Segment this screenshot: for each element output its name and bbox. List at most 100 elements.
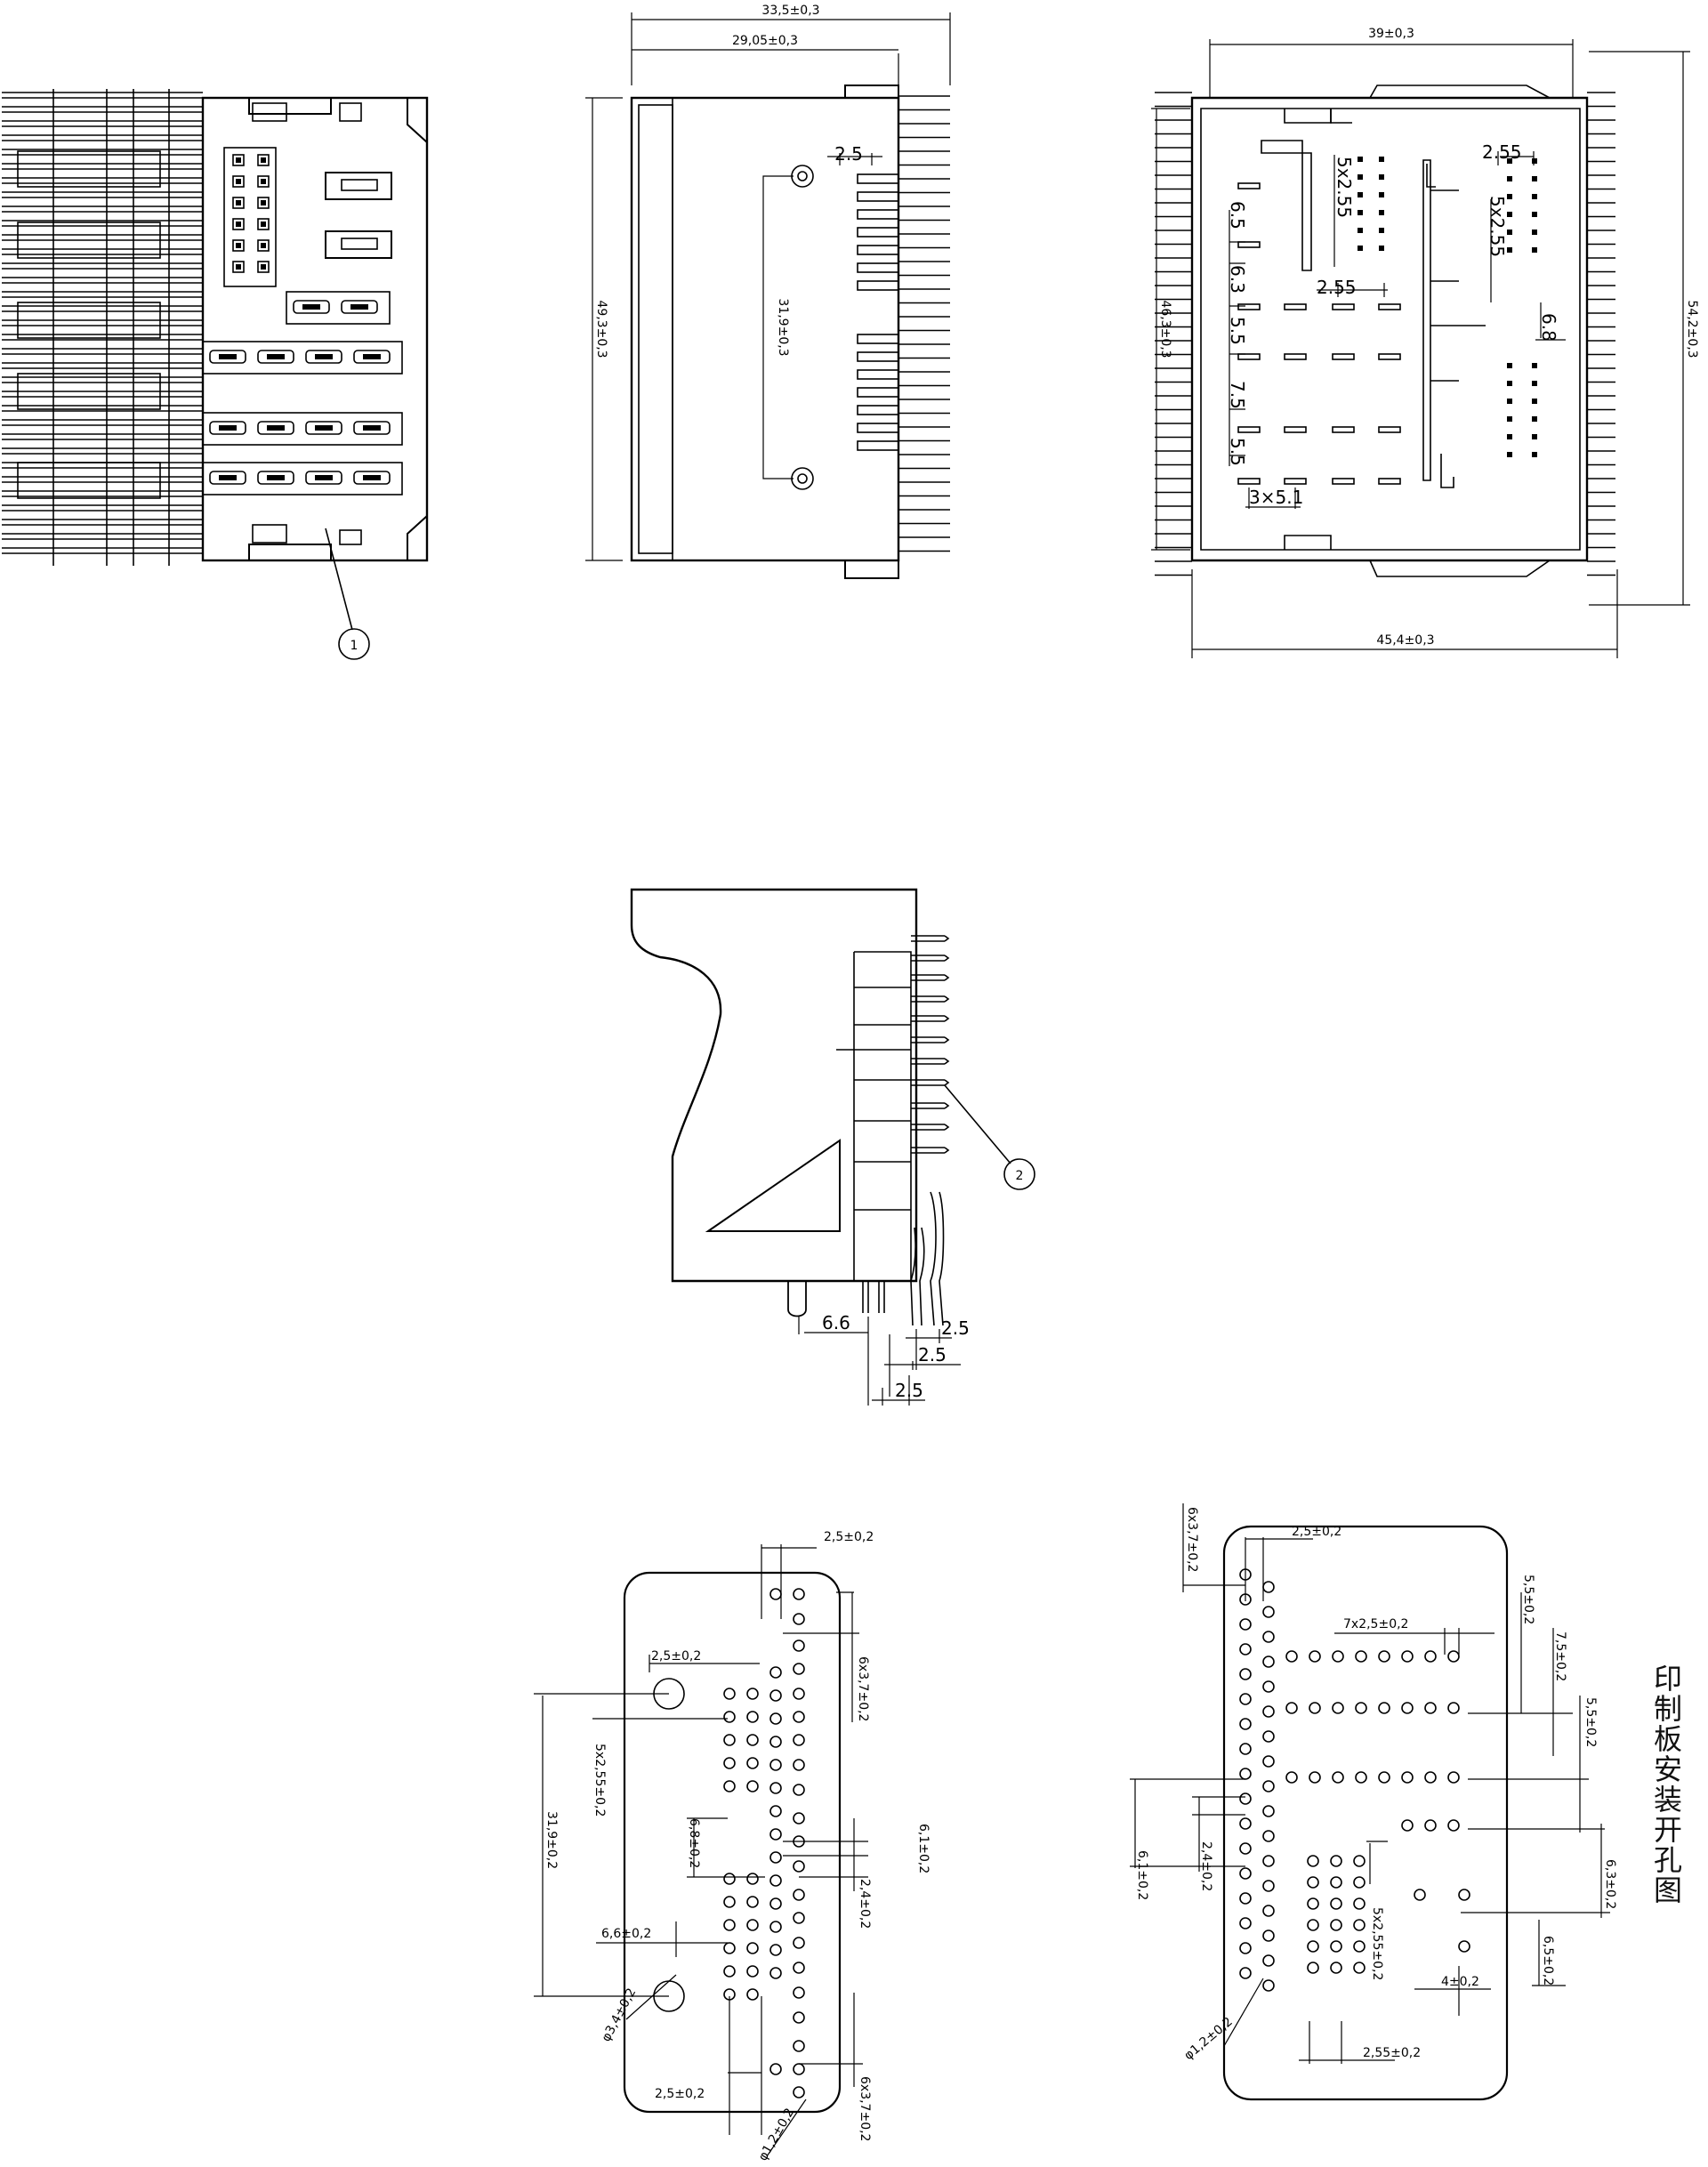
pcb-right-hole bbox=[1332, 1771, 1344, 1784]
pcb-left-hole bbox=[769, 1967, 782, 1979]
front-slot bbox=[209, 350, 246, 364]
side-contact bbox=[857, 262, 899, 273]
rear-contact-dot bbox=[1379, 174, 1384, 180]
rear-dim-row-a: 6.5 bbox=[1227, 201, 1248, 230]
rear-dim-pitch-top: 2.55 bbox=[1482, 141, 1522, 163]
pcb-right-hole bbox=[1355, 1650, 1367, 1663]
pcb-left-hole bbox=[746, 1711, 759, 1723]
pcb-left-hole bbox=[793, 1962, 805, 1974]
front-side-band bbox=[17, 222, 161, 259]
rear-contact-dot bbox=[1532, 399, 1537, 404]
pcb-right-dim-left2: 2,4±0,2 bbox=[1199, 1841, 1213, 1891]
rear-slot-contact bbox=[1378, 303, 1401, 310]
rear-dim-pitch-mid: 2.55 bbox=[1317, 277, 1357, 298]
rear-pin-array bbox=[1155, 92, 1615, 576]
side-pin-array bbox=[857, 95, 950, 552]
pcb-left-hole bbox=[793, 1759, 805, 1771]
pcb-right-hole bbox=[1262, 1581, 1275, 1593]
side-peg-top bbox=[791, 165, 814, 188]
rear-dim-row-b: 6.3 bbox=[1227, 265, 1248, 294]
profile-latch-wedge bbox=[705, 1139, 841, 1232]
pcb-left-hole bbox=[723, 1711, 736, 1723]
front-balloon bbox=[338, 628, 370, 660]
pcb-left-hole bbox=[793, 2040, 805, 2052]
pcb-left-hole bbox=[793, 1812, 805, 1825]
pcb-right-hole bbox=[1401, 1650, 1414, 1663]
rear-dim-line-right bbox=[1589, 51, 1690, 606]
pcb-right-hole bbox=[1239, 1967, 1252, 1979]
rear-dim-top-width: 39±0,3 bbox=[1368, 27, 1414, 41]
side-contact bbox=[857, 369, 899, 380]
front-slot bbox=[257, 421, 294, 435]
pcb-right-hole bbox=[1262, 1655, 1275, 1668]
rear-latch-top bbox=[1330, 109, 1352, 124]
rear-slot-contact bbox=[1332, 478, 1355, 485]
rear-contact-dot bbox=[1507, 230, 1512, 235]
pcb-right-hole bbox=[1458, 1889, 1470, 1901]
pcb-left-hole bbox=[769, 1944, 782, 1956]
front-slot bbox=[257, 350, 294, 364]
side-contact bbox=[857, 245, 899, 255]
pcb-right-hole-array bbox=[1239, 1568, 1470, 1992]
profile-pin-tip bbox=[944, 1058, 950, 1065]
pcb-right-hole bbox=[1262, 1631, 1275, 1643]
pcb-left-hole bbox=[746, 1919, 759, 1931]
side-view: 31,9±0,3 33,5±0,3 29,05±0,3 49,3±0,3 2.5 bbox=[585, 4, 951, 579]
pcb-right-hole bbox=[1262, 1954, 1275, 1967]
pcb-left-hole bbox=[793, 1784, 805, 1796]
pcb-right-hole bbox=[1262, 1780, 1275, 1792]
rear-contact-dot bbox=[1532, 158, 1537, 164]
rear-contact-dot bbox=[1532, 212, 1537, 217]
side-dim-height: 49,3±0,3 bbox=[594, 300, 608, 358]
side-body bbox=[630, 96, 900, 562]
pcb-left-hole bbox=[769, 1712, 782, 1725]
pcb-right-hole bbox=[1378, 1702, 1390, 1714]
pcb-left-hole bbox=[793, 2063, 805, 2075]
side-contact bbox=[857, 173, 899, 184]
pcb-right-dim-4: 4±0,2 bbox=[1441, 1975, 1479, 1989]
pcb-right-hole bbox=[1330, 1962, 1342, 1974]
profile-pin-tip bbox=[944, 1036, 950, 1043]
pcb-right-hole bbox=[1239, 1618, 1252, 1631]
front-slot bbox=[305, 350, 342, 364]
rear-slot-contact bbox=[1284, 303, 1307, 310]
rear-slant-bottom bbox=[1369, 560, 1551, 577]
pcb-left-hole bbox=[746, 1896, 759, 1908]
rear-slot-contact bbox=[1332, 353, 1355, 360]
pcb-right-hole bbox=[1447, 1819, 1460, 1832]
front-cavity-dot bbox=[261, 264, 266, 270]
front-side-band bbox=[17, 373, 161, 410]
rear-mid-divider bbox=[1422, 159, 1486, 481]
rear-mid-divider-2 bbox=[1426, 164, 1454, 488]
front-slot bbox=[305, 471, 342, 485]
front-cavity-dot bbox=[236, 243, 241, 248]
pcb-right-hole bbox=[1239, 1693, 1252, 1705]
side-dim-inner-width: 29,05±0,3 bbox=[732, 34, 798, 48]
front-slot-contact bbox=[363, 475, 381, 480]
rear-contact-dot bbox=[1532, 176, 1537, 181]
rear-contact-dot bbox=[1532, 247, 1537, 253]
pcb-right-hole bbox=[1309, 1650, 1321, 1663]
pcb-right-dim-row-pitch: 7x2,5±0,2 bbox=[1343, 1617, 1408, 1631]
rear-dim-row-d: 7.5 bbox=[1227, 381, 1248, 409]
pcb-right-hole bbox=[1355, 1771, 1367, 1784]
front-slot-contact bbox=[267, 425, 285, 431]
front-side-band bbox=[17, 150, 161, 188]
front-slot bbox=[209, 471, 246, 485]
rear-contact-dot bbox=[1532, 434, 1537, 439]
rear-dim-line-top bbox=[1209, 39, 1574, 98]
front-slot-contact bbox=[315, 425, 333, 431]
rear-contact-dot bbox=[1507, 399, 1512, 404]
pcb-left-hole bbox=[723, 1896, 736, 1908]
rear-slot-contact bbox=[1378, 478, 1401, 485]
front-cavity-dot bbox=[236, 157, 241, 163]
pcb-right-dim-vertical-pitch: 5x2,55±0,2 bbox=[1370, 1907, 1384, 1980]
rear-contact-dot bbox=[1532, 230, 1537, 235]
front-housing-outline bbox=[201, 96, 429, 562]
pcb-right-hole bbox=[1447, 1771, 1460, 1784]
front-slot bbox=[353, 421, 391, 435]
pcb-left-dim-bottom-pitch: 2,5±0,2 bbox=[655, 2087, 705, 2101]
pcb-left-dim-hole-pitch: 2,5±0,2 bbox=[651, 1649, 701, 1664]
side-peg-span-line bbox=[762, 175, 794, 479]
front-leader-line bbox=[325, 528, 353, 631]
